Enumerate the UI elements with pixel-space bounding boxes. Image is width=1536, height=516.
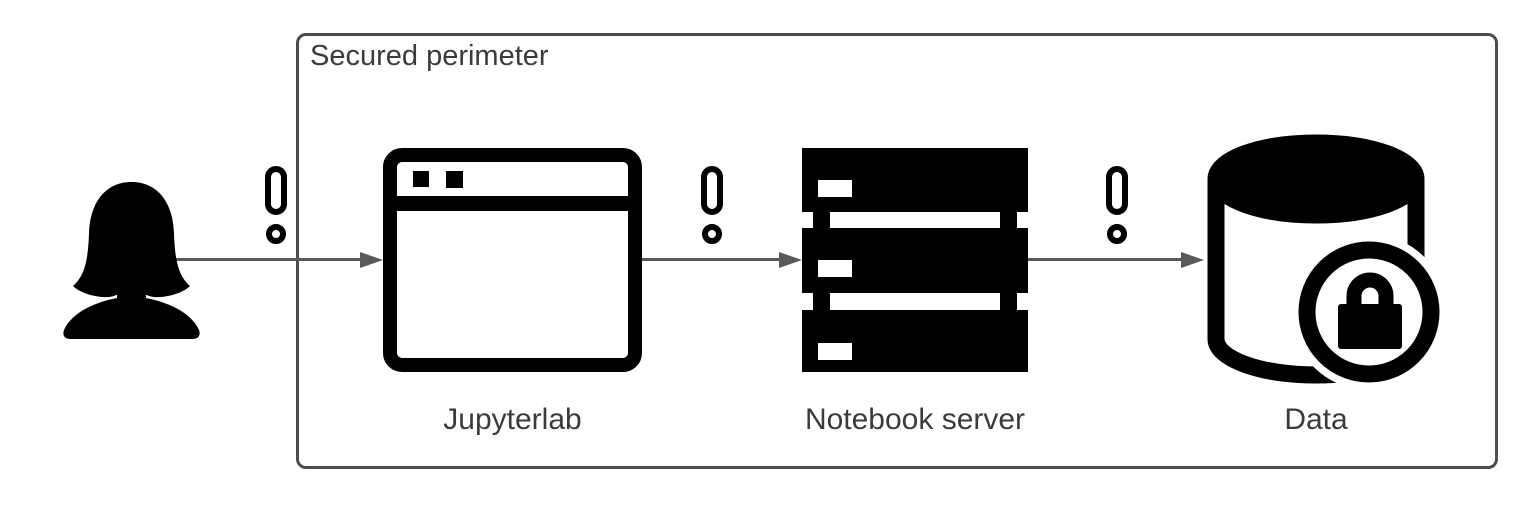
exclamation-icon <box>701 166 723 244</box>
node-label-data: Data <box>1284 403 1348 436</box>
arrow-line <box>170 258 360 261</box>
arrow-head-icon <box>1181 252 1204 268</box>
arrow-head-icon <box>779 252 802 268</box>
arrow-head-icon <box>360 252 383 268</box>
node-label-jupyterlab: Jupyterlab <box>443 403 582 436</box>
browser-window-icon <box>383 148 642 372</box>
arrow-line <box>642 258 779 261</box>
person-icon <box>63 182 200 339</box>
exclamation-icon <box>1106 166 1128 244</box>
secured-perimeter-label: Secured perimeter <box>310 40 549 72</box>
secured-perimeter-box: Secured perimeter <box>296 33 1498 469</box>
exclamation-icon <box>265 166 287 244</box>
arrow-line <box>1028 258 1181 261</box>
server-stack-icon <box>802 148 1028 372</box>
node-label-notebook-server: Notebook server <box>804 403 1026 436</box>
lock-icon <box>1291 234 1447 390</box>
database-lock-icon <box>1207 134 1447 390</box>
